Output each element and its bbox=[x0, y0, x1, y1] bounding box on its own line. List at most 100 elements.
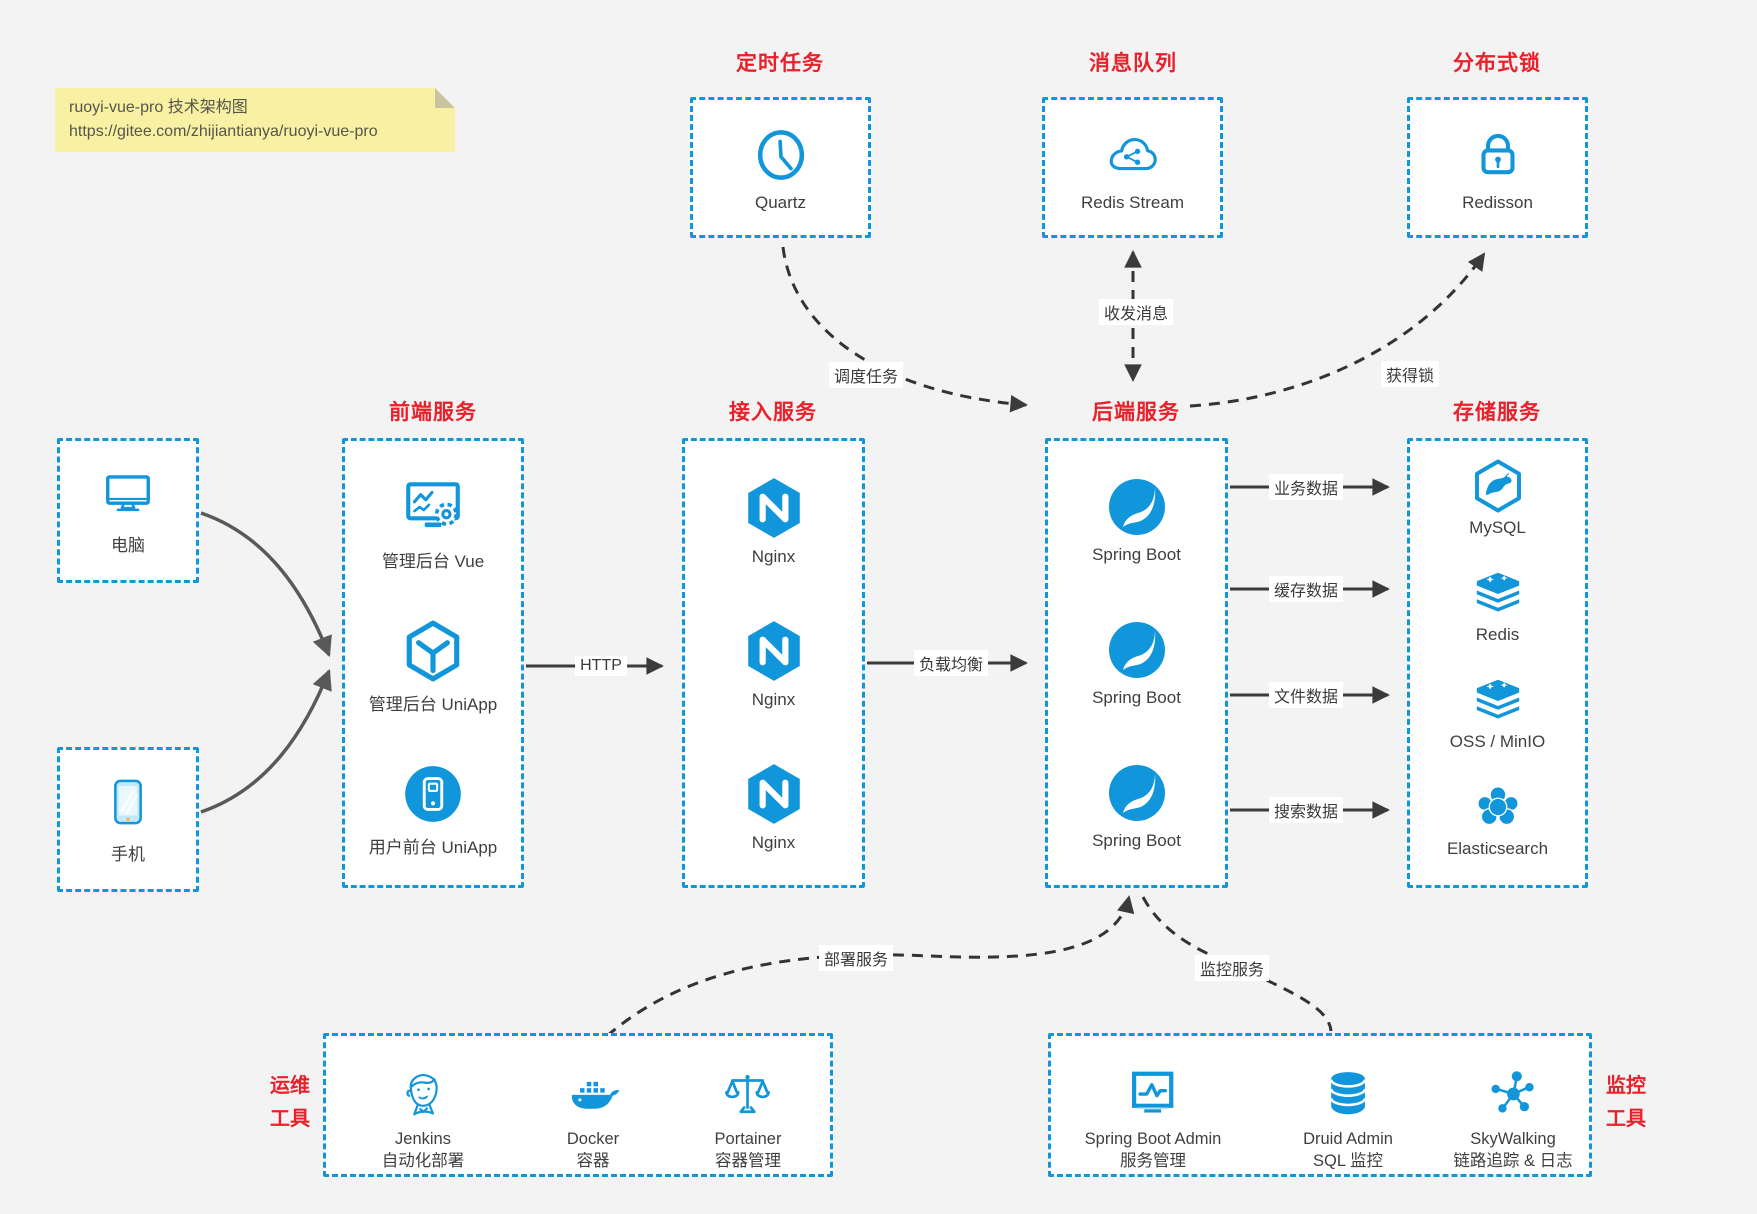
edge-label-acquire-lock: 获得锁 bbox=[1380, 361, 1440, 387]
node-desc-jenkins: 自动化部署 bbox=[381, 1152, 465, 1170]
node-label-nginx-2: Nginx bbox=[751, 690, 796, 709]
node-label-quartz: Quartz bbox=[754, 193, 807, 212]
clock-icon bbox=[752, 126, 810, 184]
node-redis-stream: Redis Stream bbox=[1045, 126, 1220, 213]
group-title-gateway: 接入服务 bbox=[729, 401, 817, 424]
mobile-client-box: 手机 bbox=[57, 747, 199, 892]
node-label-mysql: MySQL bbox=[1469, 518, 1526, 537]
mysql-dolphin-icon bbox=[1470, 458, 1526, 514]
edge-label-schedule-task: 调度任务 bbox=[828, 362, 904, 388]
node-name-portainer: Portainer bbox=[714, 1130, 782, 1148]
group-title-scheduled-tasks: 定时任务 bbox=[736, 52, 824, 75]
frontend-services-box: 管理后台 Vue 管理后台 UniApp 用户前台 UniApp bbox=[342, 438, 524, 888]
edge-label-http: HTTP bbox=[575, 656, 627, 676]
monitor-chart-icon bbox=[1126, 1067, 1180, 1121]
node-mobile: 手机 bbox=[60, 775, 196, 865]
spring-boot-icon bbox=[1105, 618, 1169, 682]
node-springboot-2: Spring Boot bbox=[1048, 618, 1225, 708]
monitoring-tools-box: Spring Boot Admin 服务管理 Druid Admin SQL 监… bbox=[1048, 1033, 1592, 1177]
scheduled-tasks-box: Quartz bbox=[690, 97, 871, 238]
edge-schedule-task bbox=[781, 246, 1028, 413]
node-label-mobile: 手机 bbox=[111, 845, 145, 864]
node-label-user-uniapp: 用户前台 UniApp bbox=[368, 838, 498, 857]
ops-tools-box: Jenkins 自动化部署 Docker 容器 Portainer 容器管理 bbox=[323, 1033, 833, 1177]
edge-label-monitor: 监控服务 bbox=[1194, 955, 1270, 981]
node-mysql: MySQL bbox=[1410, 458, 1585, 538]
message-queue-box: Redis Stream bbox=[1042, 97, 1223, 238]
node-nginx-2: Nginx bbox=[685, 618, 862, 710]
node-druid-admin: Druid Admin SQL 监控 bbox=[1303, 1067, 1393, 1172]
storage-stack-icon bbox=[1470, 672, 1526, 728]
sticky-note: ruoyi-vue-pro 技术架构图 https://gitee.com/zh… bbox=[55, 88, 455, 152]
edge-mobile-to-frontend bbox=[200, 668, 332, 814]
nginx-icon bbox=[741, 761, 807, 827]
node-label-admin-uniapp: 管理后台 UniApp bbox=[368, 695, 498, 714]
node-user-uniapp: 用户前台 UniApp bbox=[345, 761, 521, 858]
node-name-jenkins: Jenkins bbox=[395, 1130, 451, 1148]
phone-circle-icon bbox=[400, 761, 466, 827]
node-name-spring-boot-admin: Spring Boot Admin bbox=[1084, 1130, 1222, 1148]
network-nodes-icon bbox=[1486, 1067, 1540, 1121]
edge-label-messaging: 收发消息 bbox=[1098, 299, 1174, 325]
node-name-docker: Docker bbox=[566, 1130, 620, 1148]
node-desc-portainer: 容器管理 bbox=[714, 1152, 781, 1170]
node-skywalking: SkyWalking 链路追踪 & 日志 bbox=[1453, 1067, 1573, 1172]
node-springboot-3: Spring Boot bbox=[1048, 761, 1225, 851]
node-nginx-1: Nginx bbox=[685, 475, 862, 567]
node-label-springboot-3: Spring Boot bbox=[1092, 831, 1181, 850]
node-label-springboot-1: Spring Boot bbox=[1092, 545, 1181, 564]
node-desc-skywalking: 链路追踪 & 日志 bbox=[1453, 1152, 1573, 1170]
node-label-nginx-1: Nginx bbox=[751, 547, 796, 566]
node-name-druid-admin: Druid Admin bbox=[1303, 1130, 1393, 1148]
jenkins-butler-icon bbox=[396, 1067, 450, 1121]
gateway-services-box: Nginx Nginx Nginx bbox=[682, 438, 865, 888]
node-nginx-3: Nginx bbox=[685, 761, 862, 853]
redis-stack-icon bbox=[1470, 565, 1526, 621]
node-jenkins: Jenkins 自动化部署 bbox=[381, 1067, 465, 1172]
note-url: https://gitee.com/zhijiantianya/ruoyi-vu… bbox=[69, 123, 378, 140]
node-springboot-1: Spring Boot bbox=[1048, 475, 1225, 565]
node-label-redis-stream: Redis Stream bbox=[1081, 193, 1184, 212]
node-label-redis: Redis bbox=[1475, 625, 1520, 644]
elasticsearch-cluster-icon bbox=[1470, 779, 1526, 835]
group-title-backend: 后端服务 bbox=[1092, 401, 1180, 424]
node-label-admin-vue: 管理后台 Vue bbox=[381, 552, 485, 571]
cloud-share-icon bbox=[1104, 126, 1162, 184]
desktop-icon bbox=[101, 466, 155, 520]
node-pc: 电脑 bbox=[60, 466, 196, 556]
node-spring-boot-admin: Spring Boot Admin 服务管理 bbox=[1084, 1067, 1222, 1172]
node-label-pc: 电脑 bbox=[111, 536, 145, 555]
ops-tools-title: 运维 工具 bbox=[270, 1075, 310, 1130]
node-label-nginx-3: Nginx bbox=[751, 833, 796, 852]
node-docker: Docker 容器 bbox=[566, 1067, 620, 1172]
edge-label-business-data: 业务数据 bbox=[1268, 474, 1344, 500]
node-label-oss-minio: OSS / MinIO bbox=[1449, 732, 1546, 751]
node-redis: Redis bbox=[1410, 565, 1585, 645]
node-label-springboot-2: Spring Boot bbox=[1092, 688, 1181, 707]
storage-services-box: MySQL Redis OSS / MinIO Elasticsearch bbox=[1407, 438, 1588, 888]
edge-pc-to-frontend bbox=[200, 511, 332, 658]
docker-whale-icon bbox=[566, 1067, 620, 1121]
node-name-skywalking: SkyWalking bbox=[1470, 1130, 1556, 1148]
node-desc-druid-admin: SQL 监控 bbox=[1313, 1152, 1383, 1170]
node-quartz: Quartz bbox=[693, 126, 868, 213]
node-redisson: Redisson bbox=[1410, 126, 1585, 213]
edge-label-file-data: 文件数据 bbox=[1268, 682, 1344, 708]
nginx-icon bbox=[741, 618, 807, 684]
node-elasticsearch: Elasticsearch bbox=[1410, 779, 1585, 859]
edge-acquire-lock bbox=[1189, 252, 1486, 408]
spring-boot-icon bbox=[1105, 475, 1169, 539]
node-oss-minio: OSS / MinIO bbox=[1410, 672, 1585, 752]
note-title: ruoyi-vue-pro 技术架构图 bbox=[69, 99, 248, 116]
group-title-frontend: 前端服务 bbox=[389, 401, 477, 424]
node-admin-vue: 管理后台 Vue bbox=[345, 475, 521, 572]
group-title-distributed-lock: 分布式锁 bbox=[1453, 52, 1541, 75]
cube-icon bbox=[400, 618, 466, 684]
distributed-lock-box: Redisson bbox=[1407, 97, 1588, 238]
node-portainer: Portainer 容器管理 bbox=[714, 1067, 782, 1172]
group-title-storage: 存储服务 bbox=[1453, 401, 1541, 424]
edge-label-cache-data: 缓存数据 bbox=[1268, 576, 1344, 602]
edge-label-search-data: 搜索数据 bbox=[1268, 797, 1344, 823]
admin-screen-gear-icon bbox=[400, 475, 466, 541]
